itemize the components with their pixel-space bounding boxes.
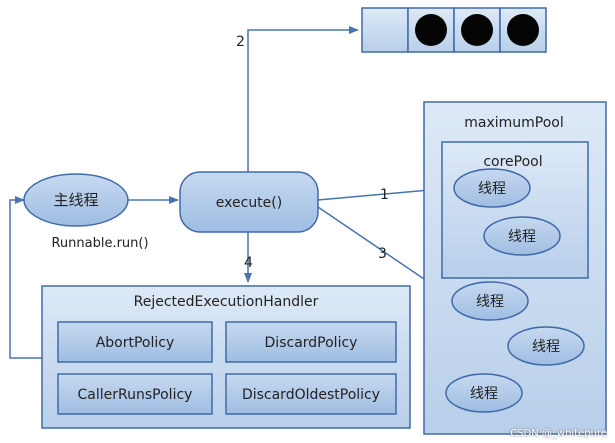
max-thread-label: 线程 [476, 294, 504, 310]
execute-box [179, 171, 319, 233]
policy-discard [225, 321, 397, 363]
queued-task-dot [415, 14, 447, 46]
policy-caller-runs [57, 373, 213, 415]
core-thread-label: 线程 [478, 181, 506, 197]
arrow-label-2: 2 [236, 34, 245, 50]
policy-abort [57, 321, 213, 363]
execute-label: execute() [216, 195, 282, 211]
max-thread [451, 281, 529, 321]
arrow-label-3: 3 [378, 246, 387, 262]
core-thread-label: 线程 [508, 229, 536, 245]
arrow-label-1: 1 [380, 187, 389, 203]
policy-discard-label: DiscardPolicy [265, 335, 358, 351]
core-thread [453, 168, 531, 208]
core-thread [483, 216, 561, 256]
queued-task-dot [507, 14, 539, 46]
watermark: CSDN @_whitepure [510, 428, 607, 439]
policy-discard-oldest-label: DiscardOldestPolicy [242, 387, 380, 403]
max-thread [507, 326, 585, 366]
policy-abort-label: AbortPolicy [96, 335, 175, 351]
max-thread-label: 线程 [532, 339, 560, 355]
arrow-to-queue [247, 26, 359, 172]
queue-slot-empty [361, 7, 409, 53]
core-pool-title: corePool [483, 154, 542, 170]
main-thread-label: 主线程 [53, 191, 98, 209]
policy-discard-oldest [225, 373, 397, 415]
task-queue [361, 7, 547, 53]
arrow-label-4: 4 [244, 255, 253, 271]
runnable-run-label: Runnable.run() [51, 236, 148, 251]
rejected-handler-title: RejectedExecutionHandler [134, 294, 319, 310]
max-thread [445, 373, 523, 413]
maximum-pool-title: maximumPool [464, 115, 564, 131]
arrow-handler-to-main [9, 196, 42, 359]
policy-caller-runs-label: CallerRunsPolicy [78, 387, 193, 403]
main-thread-ellipse [23, 173, 129, 227]
max-thread-label: 线程 [470, 386, 498, 402]
queued-task-dot [461, 14, 493, 46]
